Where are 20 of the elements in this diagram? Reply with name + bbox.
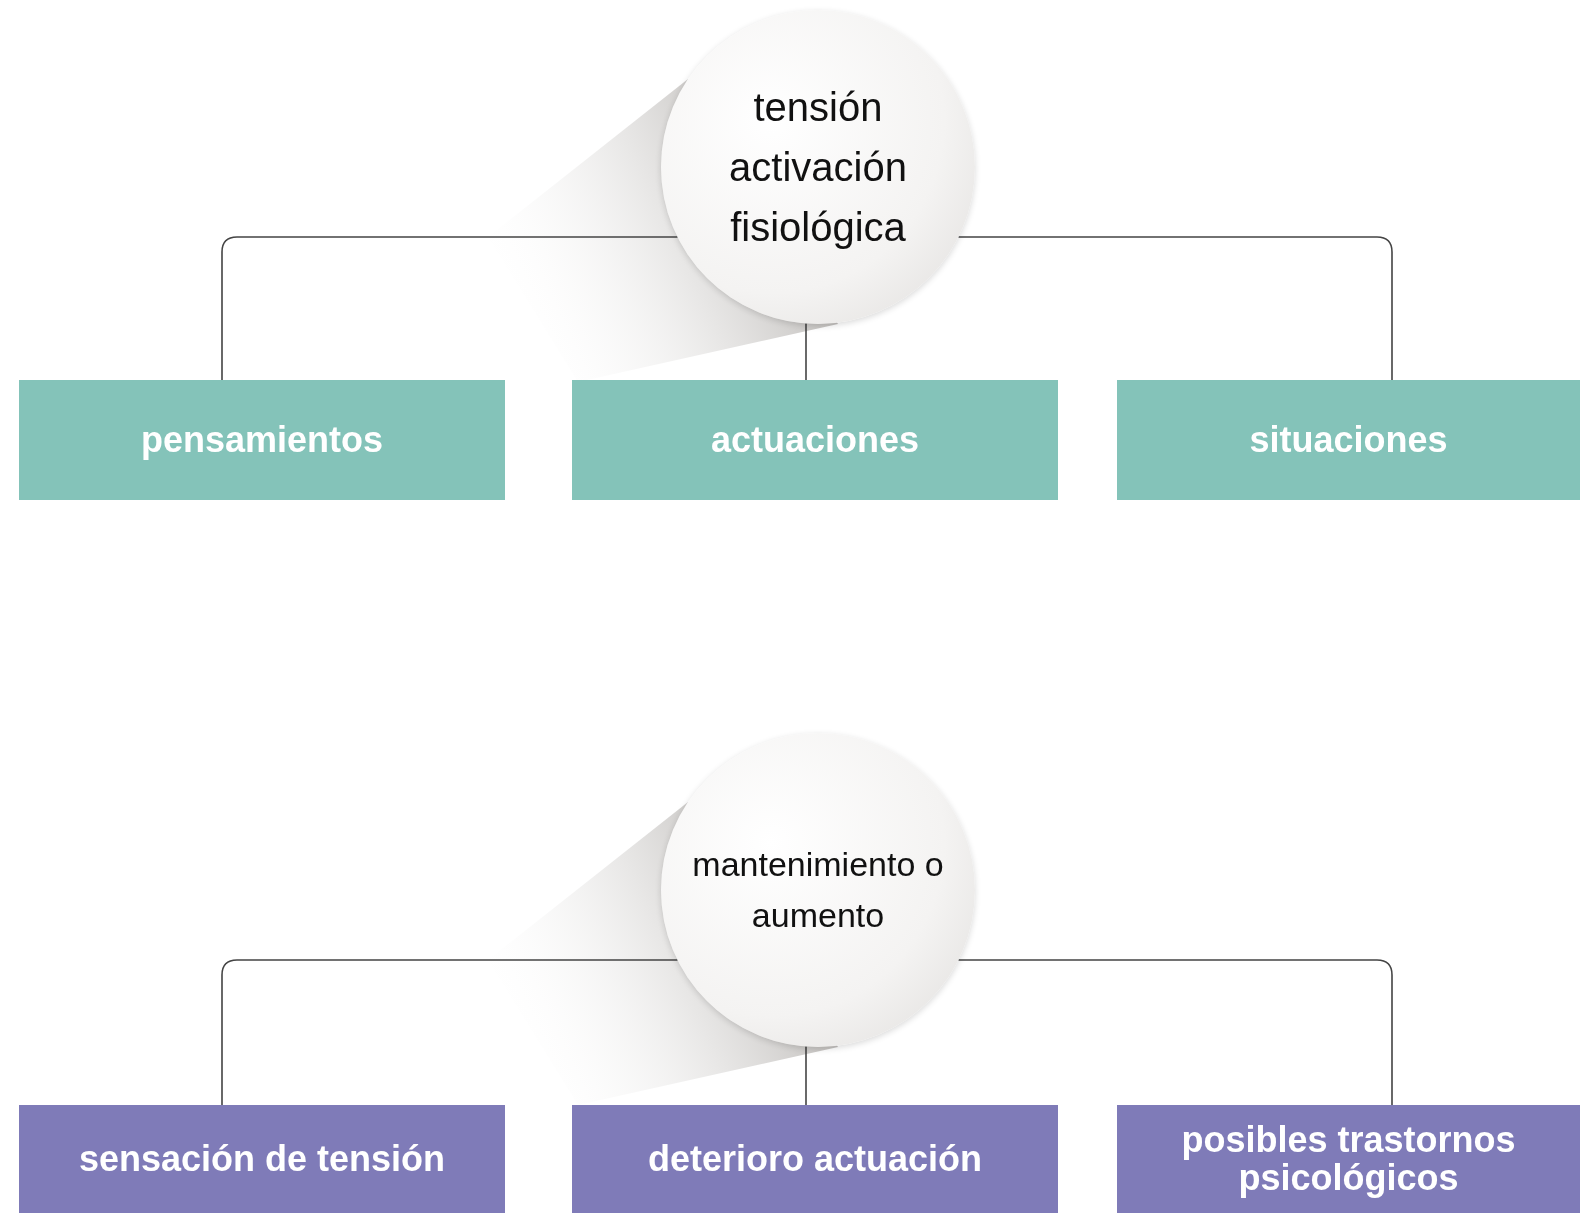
category-box [19, 1105, 505, 1213]
box-label: actuaciones [710, 421, 920, 459]
category-box [572, 380, 1058, 500]
box-label: deterioro actuación [647, 1140, 983, 1178]
category-box [1117, 380, 1580, 500]
category-box [572, 1105, 1058, 1213]
connector-line [957, 959, 1393, 1106]
box-label: situaciones [1249, 421, 1448, 459]
category-box [1117, 1105, 1580, 1213]
node-label: mantenimiento o aumento [691, 844, 945, 936]
box-label: posibles trastornos psicológicos [1180, 1121, 1517, 1197]
category-box [19, 380, 505, 500]
connector-line [805, 322, 807, 381]
connector-line [221, 959, 679, 1106]
node-label: tensión activación fisiológica [728, 84, 908, 251]
box-label: pensamientos [140, 421, 384, 459]
connector-line [957, 236, 1393, 381]
connector-line [221, 236, 679, 381]
connector-line [805, 1045, 807, 1106]
box-label: sensación de tensión [78, 1140, 446, 1178]
